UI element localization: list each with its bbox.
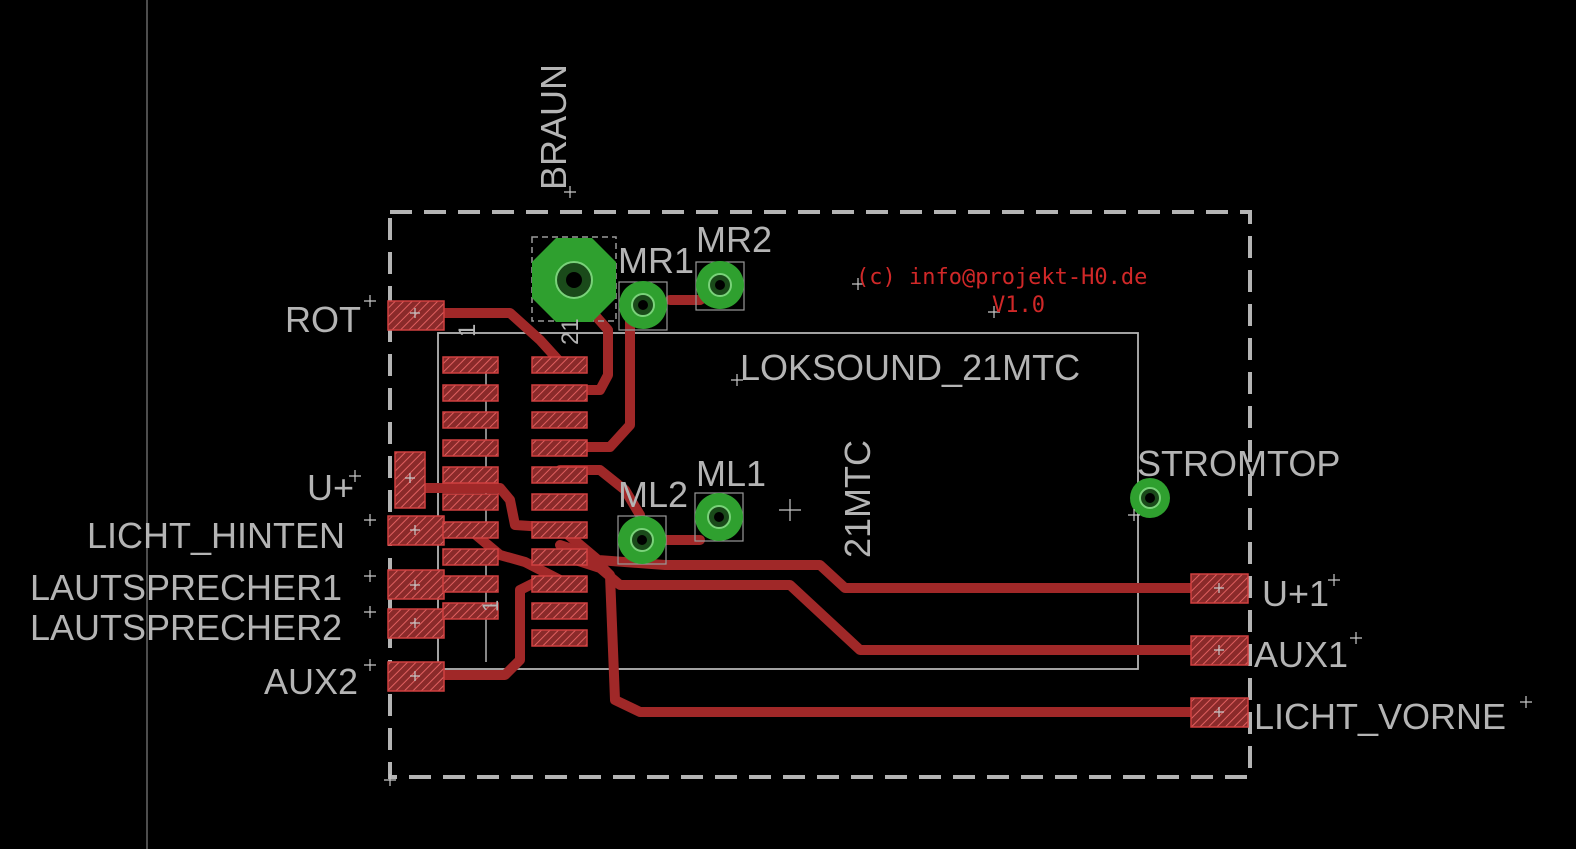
label-mr1: MR1 bbox=[618, 240, 694, 281]
label-u-plus1: U+1 bbox=[1262, 573, 1329, 614]
label-mr2: MR2 bbox=[696, 219, 772, 260]
label-stromtop: STROMTOP bbox=[1137, 443, 1340, 484]
connector-pads-left bbox=[442, 356, 499, 620]
label-loksound: LOKSOUND_21MTC bbox=[740, 347, 1080, 388]
via-ml1[interactable] bbox=[694, 492, 744, 542]
via-ml2[interactable] bbox=[617, 515, 667, 565]
connector-pads-right bbox=[531, 356, 588, 647]
label-pin1: 1 bbox=[454, 324, 481, 337]
label-rot: ROT bbox=[285, 299, 361, 340]
label-lautsprecher2: LAUTSPRECHER2 bbox=[30, 607, 342, 648]
label-licht-hinten: LICHT_HINTEN bbox=[87, 515, 345, 556]
label-ml2: ML2 bbox=[618, 474, 688, 515]
copyright-text: (c) info@projekt-H0.de bbox=[856, 265, 1147, 290]
right-pads bbox=[1190, 573, 1249, 728]
label-u-plus: U+ bbox=[307, 467, 354, 508]
via-mr1[interactable] bbox=[618, 281, 668, 331]
origin-crosses bbox=[349, 186, 1532, 786]
via-stromtop[interactable] bbox=[1130, 478, 1170, 518]
label-21mtc: 21MTC bbox=[837, 440, 878, 558]
via-braun[interactable] bbox=[531, 236, 617, 322]
label-aux1: AUX1 bbox=[1254, 634, 1348, 675]
left-pads bbox=[387, 300, 445, 692]
via-mr2[interactable] bbox=[695, 261, 745, 311]
label-licht-vorne: LICHT_VORNE bbox=[1254, 696, 1506, 737]
board-outline[interactable] bbox=[388, 210, 1252, 779]
label-braun: BRAUN bbox=[533, 64, 574, 190]
label-aux2: AUX2 bbox=[264, 661, 358, 702]
label-pin21: 21 bbox=[557, 318, 584, 345]
label-ml1: ML1 bbox=[696, 453, 766, 494]
label-pin-row-1: 1 bbox=[478, 600, 503, 612]
version-text: V1.0 bbox=[992, 293, 1045, 318]
label-lautsprecher1: LAUTSPRECHER1 bbox=[30, 567, 342, 608]
